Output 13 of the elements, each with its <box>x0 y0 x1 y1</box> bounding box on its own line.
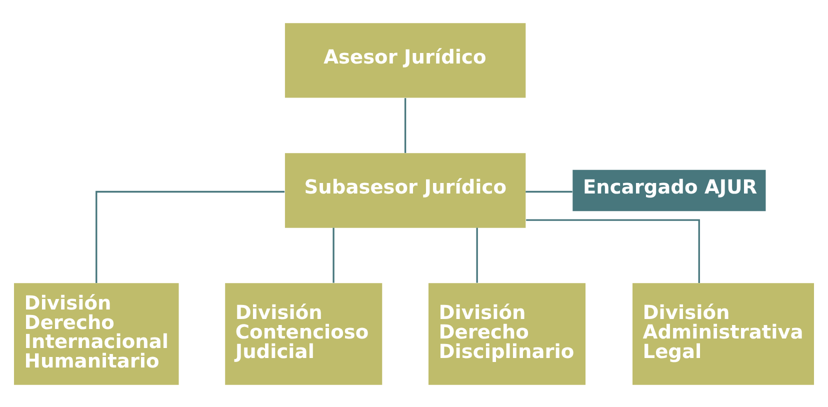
connector <box>404 98 406 152</box>
node-box: División Derecho Disciplinario <box>428 282 586 384</box>
node-box: División Derecho Internacional Humanitario <box>14 282 179 384</box>
connector <box>476 227 478 282</box>
connector <box>526 218 700 283</box>
node-box: Subasesor Jurídico <box>284 152 526 228</box>
connector <box>526 190 572 192</box>
connector <box>96 190 285 283</box>
node-box: Encargado AJUR <box>572 169 766 211</box>
node-box: División Contencioso Judicial <box>225 282 382 384</box>
node-box: Asesor Jurídico <box>284 22 526 98</box>
node-box: División Administrativa Legal <box>632 282 814 384</box>
connector <box>332 227 334 282</box>
